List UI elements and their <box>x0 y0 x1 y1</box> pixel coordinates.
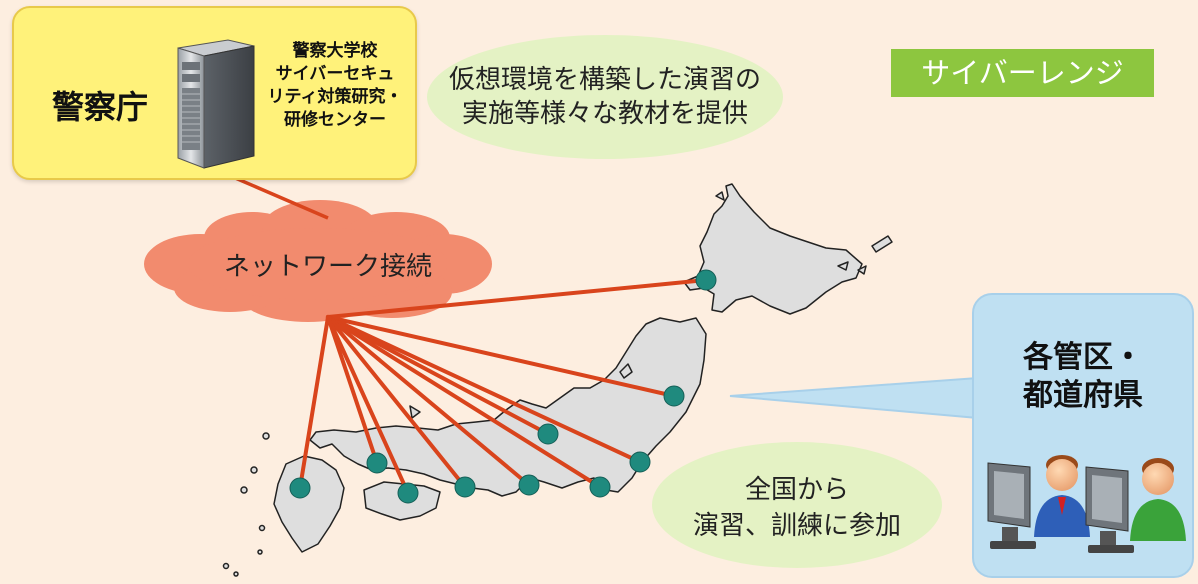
network-connection-label: ネットワーク接続 <box>223 252 432 282</box>
map-island <box>409 405 421 419</box>
cyber-range-badge: サイバーレンジ <box>891 49 1154 97</box>
police-agency-box: 警察庁 警察大学校 サイバーセキュ リティ <box>12 6 417 180</box>
node-kinki <box>518 474 540 496</box>
link-hokuriku <box>326 315 550 436</box>
node-tohoku <box>663 385 685 407</box>
map-island <box>233 571 239 577</box>
node-chugoku-west <box>366 452 388 474</box>
users-at-computers-icon <box>987 455 1186 553</box>
server-icon <box>177 39 255 169</box>
link-chugoku <box>326 315 467 489</box>
japan-map <box>222 183 893 577</box>
map-hokkaido <box>683 183 863 315</box>
map-island <box>871 235 893 253</box>
prefectures-line: 各管区・ <box>1023 340 1143 375</box>
link-tohoku <box>326 315 676 398</box>
map-island <box>262 432 270 440</box>
link-police-cloud <box>225 172 329 220</box>
materials-line: 実施等様々な教材を提供 <box>461 99 748 129</box>
network-nodes <box>289 269 717 504</box>
node-kanto <box>629 451 651 473</box>
map-island <box>257 549 263 555</box>
node-hokkaido <box>695 269 717 291</box>
link-hokkaido <box>326 278 708 319</box>
participation-line: 演習、訓練に参加 <box>692 511 901 541</box>
map-island <box>250 466 258 474</box>
monitor-icon <box>1085 466 1134 553</box>
map-island <box>222 562 230 570</box>
link-kyushu <box>298 315 330 490</box>
map-kyushu <box>273 455 345 553</box>
participation-line: 全国から <box>744 475 849 505</box>
node-shikoku <box>397 482 419 504</box>
participation-bubble: 全国から 演習、訓練に参加 <box>652 442 942 568</box>
npa-label: 警察庁 <box>52 88 149 126</box>
link-shikoku <box>326 315 410 495</box>
cloud-lobe <box>188 228 448 300</box>
prefectures-box: 各管区・ 都道府県 <box>972 293 1194 578</box>
link-kanto <box>326 315 642 464</box>
node-tokai <box>589 476 611 498</box>
map-island <box>857 265 867 275</box>
map-island <box>715 191 725 201</box>
map-island-sado <box>619 363 633 379</box>
node-kyushu <box>289 477 311 499</box>
map-island <box>258 524 266 532</box>
node-hokuriku <box>537 423 559 445</box>
center-line: リティ対策研究・ <box>267 87 403 107</box>
network-links <box>298 278 708 495</box>
map-island <box>240 486 248 494</box>
monitor-icon <box>987 462 1036 549</box>
link-tokai <box>326 315 602 489</box>
materials-line: 仮想環境を構築した演習の <box>448 65 761 95</box>
center-line: 警察大学校 <box>292 41 378 61</box>
map-island <box>837 261 849 271</box>
center-line: サイバーセキュ <box>275 64 395 84</box>
network-cloud <box>144 200 492 322</box>
user-green-icon <box>1130 458 1186 541</box>
callout-pointer <box>729 376 979 420</box>
user-blue-icon <box>1034 455 1090 537</box>
node-chugoku <box>454 476 476 498</box>
center-line: 研修センター <box>284 110 386 130</box>
materials-bubble: 仮想環境を構築した演習の 実施等様々な教材を提供 <box>427 35 783 159</box>
link-kinki <box>326 315 531 487</box>
training-center-name: 警察大学校 サイバーセキュ リティ対策研究・ 研修センター <box>260 40 410 132</box>
prefectures-line: 都道府県 <box>1023 378 1143 413</box>
link-chugoku-west <box>326 315 379 465</box>
